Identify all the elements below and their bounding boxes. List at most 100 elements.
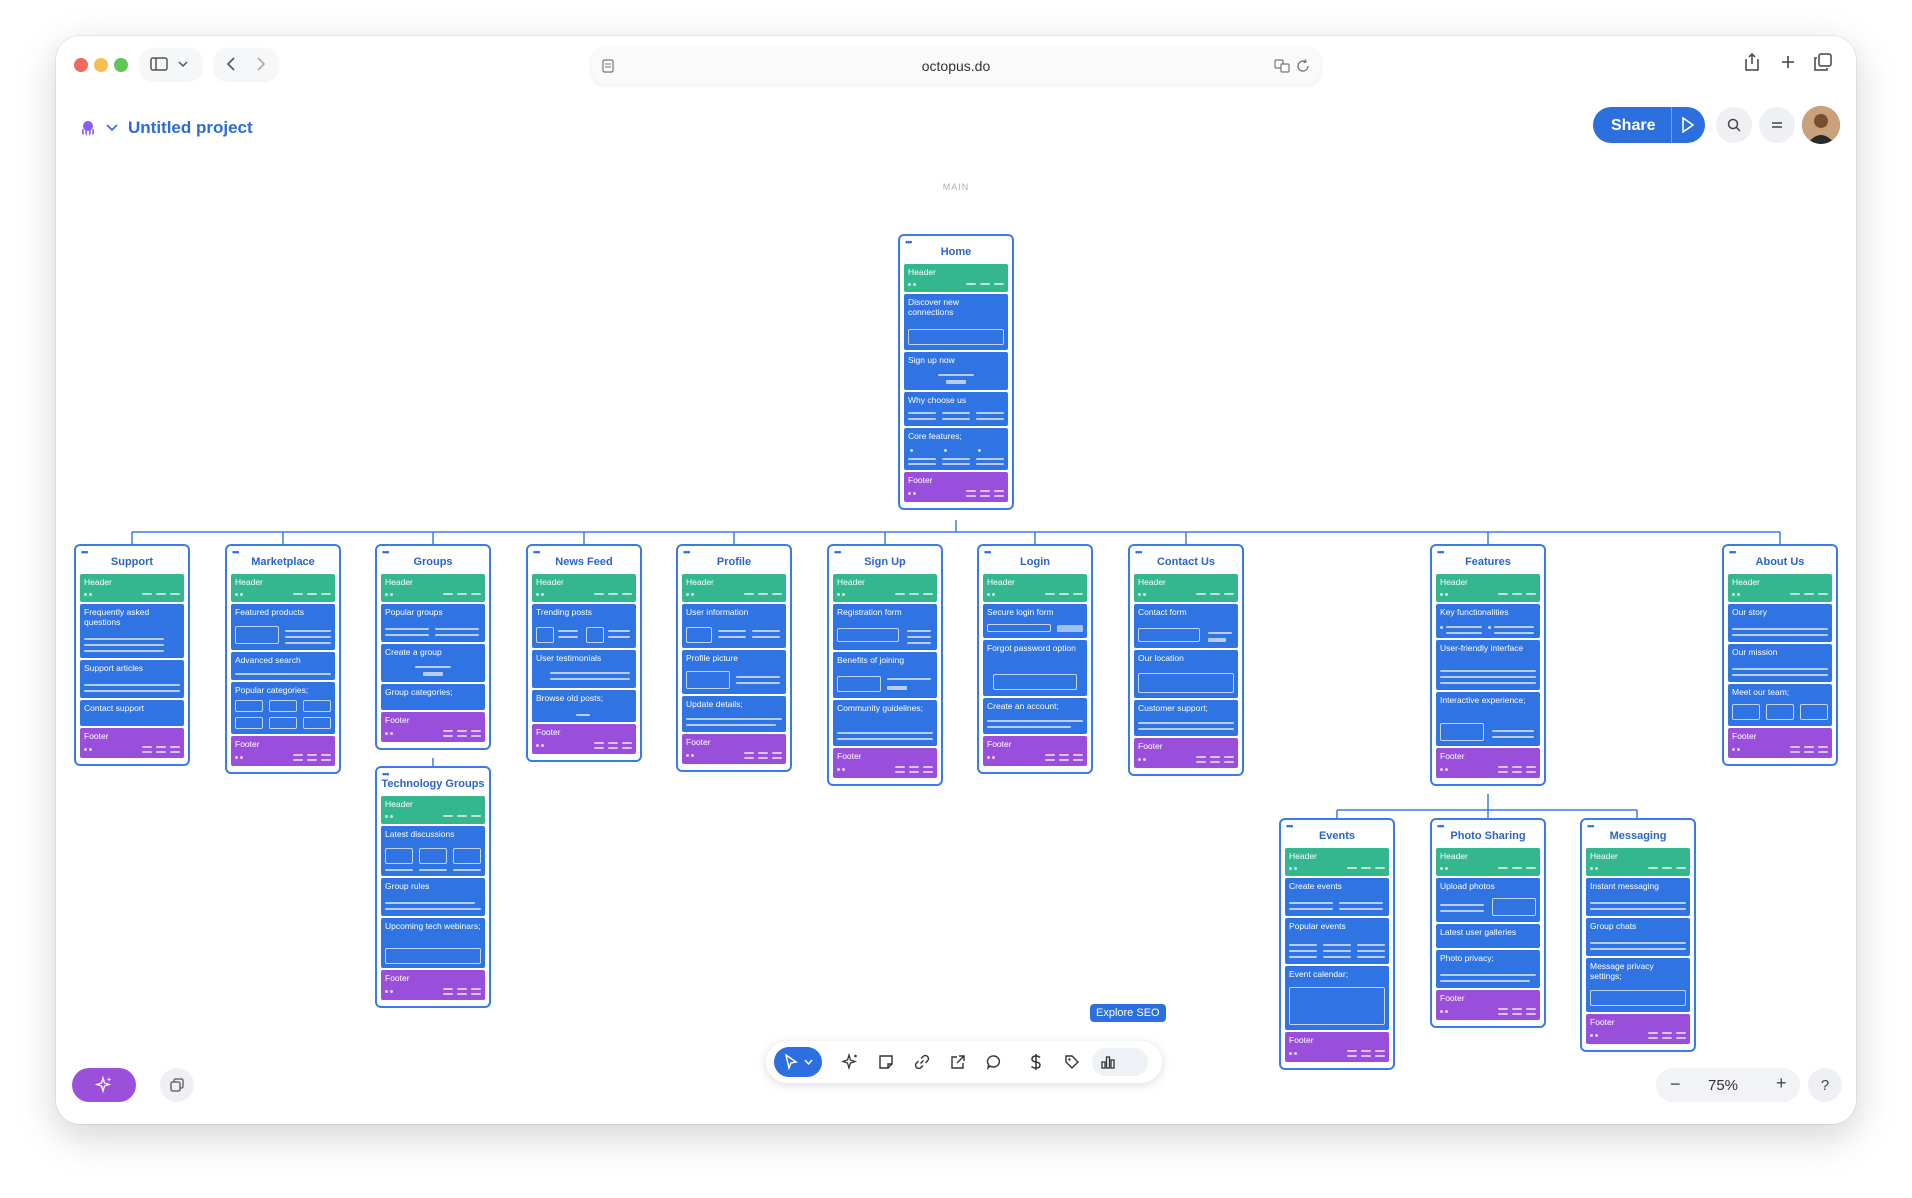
sitemap-card-features[interactable]: ••• Features Header Key functionalities … bbox=[1430, 544, 1546, 786]
header-block[interactable]: Header bbox=[80, 574, 184, 602]
footer-block[interactable]: Footer bbox=[532, 724, 636, 754]
content-block[interactable]: Profile picture bbox=[682, 650, 786, 694]
address-bar[interactable]: octopus.do bbox=[592, 48, 1320, 84]
more-icon[interactable]: ••• bbox=[1587, 821, 1595, 831]
content-block[interactable]: Registration form bbox=[833, 604, 937, 650]
content-block[interactable]: Event calendar; bbox=[1285, 966, 1389, 1030]
content-block[interactable]: Create a group bbox=[381, 644, 485, 682]
comment-tool[interactable] bbox=[980, 1048, 1008, 1076]
more-icon[interactable]: ••• bbox=[81, 547, 89, 557]
minimize-window-button[interactable] bbox=[94, 58, 108, 72]
content-block[interactable]: Group categories; bbox=[381, 684, 485, 710]
play-icon[interactable] bbox=[1681, 117, 1695, 133]
content-block[interactable]: Benefits of joining bbox=[833, 652, 937, 698]
more-icon[interactable]: ••• bbox=[1729, 547, 1737, 557]
translate-icon[interactable] bbox=[1274, 59, 1290, 73]
content-block[interactable]: Upcoming tech webinars; bbox=[381, 918, 485, 968]
content-block[interactable]: Community guidelines; bbox=[833, 700, 937, 746]
header-block[interactable]: Header bbox=[833, 574, 937, 602]
header-block[interactable]: Header bbox=[1285, 848, 1389, 876]
header-block[interactable]: Header bbox=[1728, 574, 1832, 602]
more-icon[interactable]: ••• bbox=[1437, 821, 1445, 831]
sitemap-card-photo-sharing[interactable]: ••• Photo Sharing Header Upload photos L… bbox=[1430, 818, 1546, 1028]
forward-icon[interactable] bbox=[256, 57, 266, 71]
header-block[interactable]: Header bbox=[1436, 574, 1540, 602]
footer-block[interactable]: Footer bbox=[682, 734, 786, 764]
more-icon[interactable]: ••• bbox=[382, 547, 390, 557]
content-block[interactable]: Contact support bbox=[80, 700, 184, 726]
more-icon[interactable]: ••• bbox=[1437, 547, 1445, 557]
footer-block[interactable]: Footer bbox=[983, 736, 1087, 766]
select-tool[interactable] bbox=[774, 1047, 822, 1077]
sitemap-card-groups[interactable]: ••• Groups Header Popular groups Create … bbox=[375, 544, 491, 750]
content-block[interactable]: Key functionalities bbox=[1436, 604, 1540, 638]
header-block[interactable]: Header bbox=[904, 264, 1008, 292]
content-block[interactable]: Meet our team; bbox=[1728, 684, 1832, 726]
maximize-window-button[interactable] bbox=[114, 58, 128, 72]
content-block[interactable]: Photo privacy; bbox=[1436, 950, 1540, 988]
content-block[interactable]: Message privacy settings; bbox=[1586, 958, 1690, 1012]
tag-tool[interactable] bbox=[1058, 1048, 1086, 1076]
footer-block[interactable]: Footer bbox=[231, 736, 335, 766]
zoom-level[interactable]: 75% bbox=[1708, 1077, 1739, 1094]
header-block[interactable]: Header bbox=[1586, 848, 1690, 876]
more-icon[interactable]: ••• bbox=[834, 547, 842, 557]
pages-button[interactable] bbox=[160, 1068, 194, 1102]
sitemap-card-profile[interactable]: ••• Profile Header User information Prof… bbox=[676, 544, 792, 772]
sitemap-card-sign-up[interactable]: ••• Sign Up Header Registration form Ben… bbox=[827, 544, 943, 786]
footer-block[interactable]: Footer bbox=[1436, 990, 1540, 1020]
back-icon[interactable] bbox=[226, 57, 236, 71]
footer-block[interactable]: Footer bbox=[1436, 748, 1540, 778]
more-icon[interactable]: ••• bbox=[905, 237, 913, 247]
content-block[interactable]: Create events bbox=[1285, 878, 1389, 916]
content-block[interactable]: Forgot password option bbox=[983, 640, 1087, 696]
content-block[interactable]: Popular categories; bbox=[231, 682, 335, 734]
footer-block[interactable]: Footer bbox=[381, 712, 485, 742]
content-block[interactable]: Why choose us bbox=[904, 392, 1008, 426]
content-block[interactable]: Our mission bbox=[1728, 644, 1832, 682]
content-block[interactable]: Sign up now bbox=[904, 352, 1008, 390]
more-icon[interactable]: ••• bbox=[683, 547, 691, 557]
footer-block[interactable]: Footer bbox=[381, 970, 485, 1000]
ai-assistant-button[interactable] bbox=[72, 1068, 136, 1102]
note-tool[interactable] bbox=[872, 1048, 900, 1076]
content-block[interactable]: User testimonials bbox=[532, 650, 636, 688]
footer-block[interactable]: Footer bbox=[80, 728, 184, 758]
share-icon[interactable] bbox=[1744, 52, 1760, 72]
close-window-button[interactable] bbox=[74, 58, 88, 72]
sitemap-card-home[interactable]: ••• Home Header Discover new connections… bbox=[898, 234, 1014, 510]
more-icon[interactable]: ••• bbox=[232, 547, 240, 557]
menu-button[interactable] bbox=[1759, 107, 1795, 143]
export-tool[interactable] bbox=[944, 1048, 972, 1076]
content-block[interactable]: User-friendly interface bbox=[1436, 640, 1540, 690]
header-block[interactable]: Header bbox=[381, 796, 485, 824]
footer-block[interactable]: Footer bbox=[904, 472, 1008, 502]
sitemap-card-messaging[interactable]: ••• Messaging Header Instant messaging G… bbox=[1580, 818, 1696, 1052]
footer-block[interactable]: Footer bbox=[833, 748, 937, 778]
content-block[interactable]: Latest user galleries bbox=[1436, 924, 1540, 948]
content-block[interactable]: Browse old posts; bbox=[532, 690, 636, 722]
content-block[interactable]: Popular groups bbox=[381, 604, 485, 642]
header-block[interactable]: Header bbox=[1134, 574, 1238, 602]
project-title[interactable]: Untitled project bbox=[128, 118, 253, 137]
more-icon[interactable]: ••• bbox=[1135, 547, 1143, 557]
more-icon[interactable]: ••• bbox=[533, 547, 541, 557]
more-icon[interactable]: ••• bbox=[382, 769, 390, 779]
sitemap-card-events[interactable]: ••• Events Header Create events Popular … bbox=[1279, 818, 1395, 1070]
content-block[interactable]: Contact form bbox=[1134, 604, 1238, 648]
zoom-out-button[interactable]: − bbox=[1670, 1074, 1681, 1094]
content-block[interactable]: Our story bbox=[1728, 604, 1832, 642]
content-block[interactable]: Upload photos bbox=[1436, 878, 1540, 922]
sitemap-card-contact-us[interactable]: ••• Contact Us Header Contact form Our l… bbox=[1128, 544, 1244, 776]
zoom-in-button[interactable]: + bbox=[1776, 1073, 1787, 1093]
footer-block[interactable]: Footer bbox=[1134, 738, 1238, 768]
avatar[interactable] bbox=[1802, 106, 1840, 144]
content-block[interactable]: User information bbox=[682, 604, 786, 648]
sitemap-card-news-feed[interactable]: ••• News Feed Header Trending posts User… bbox=[526, 544, 642, 762]
header-block[interactable]: Header bbox=[231, 574, 335, 602]
header-block[interactable]: Header bbox=[532, 574, 636, 602]
content-block[interactable]: Support articles bbox=[80, 660, 184, 698]
content-block[interactable]: Featured products bbox=[231, 604, 335, 650]
seo-tool[interactable] bbox=[1092, 1048, 1148, 1076]
content-block[interactable]: Group rules bbox=[381, 878, 485, 916]
